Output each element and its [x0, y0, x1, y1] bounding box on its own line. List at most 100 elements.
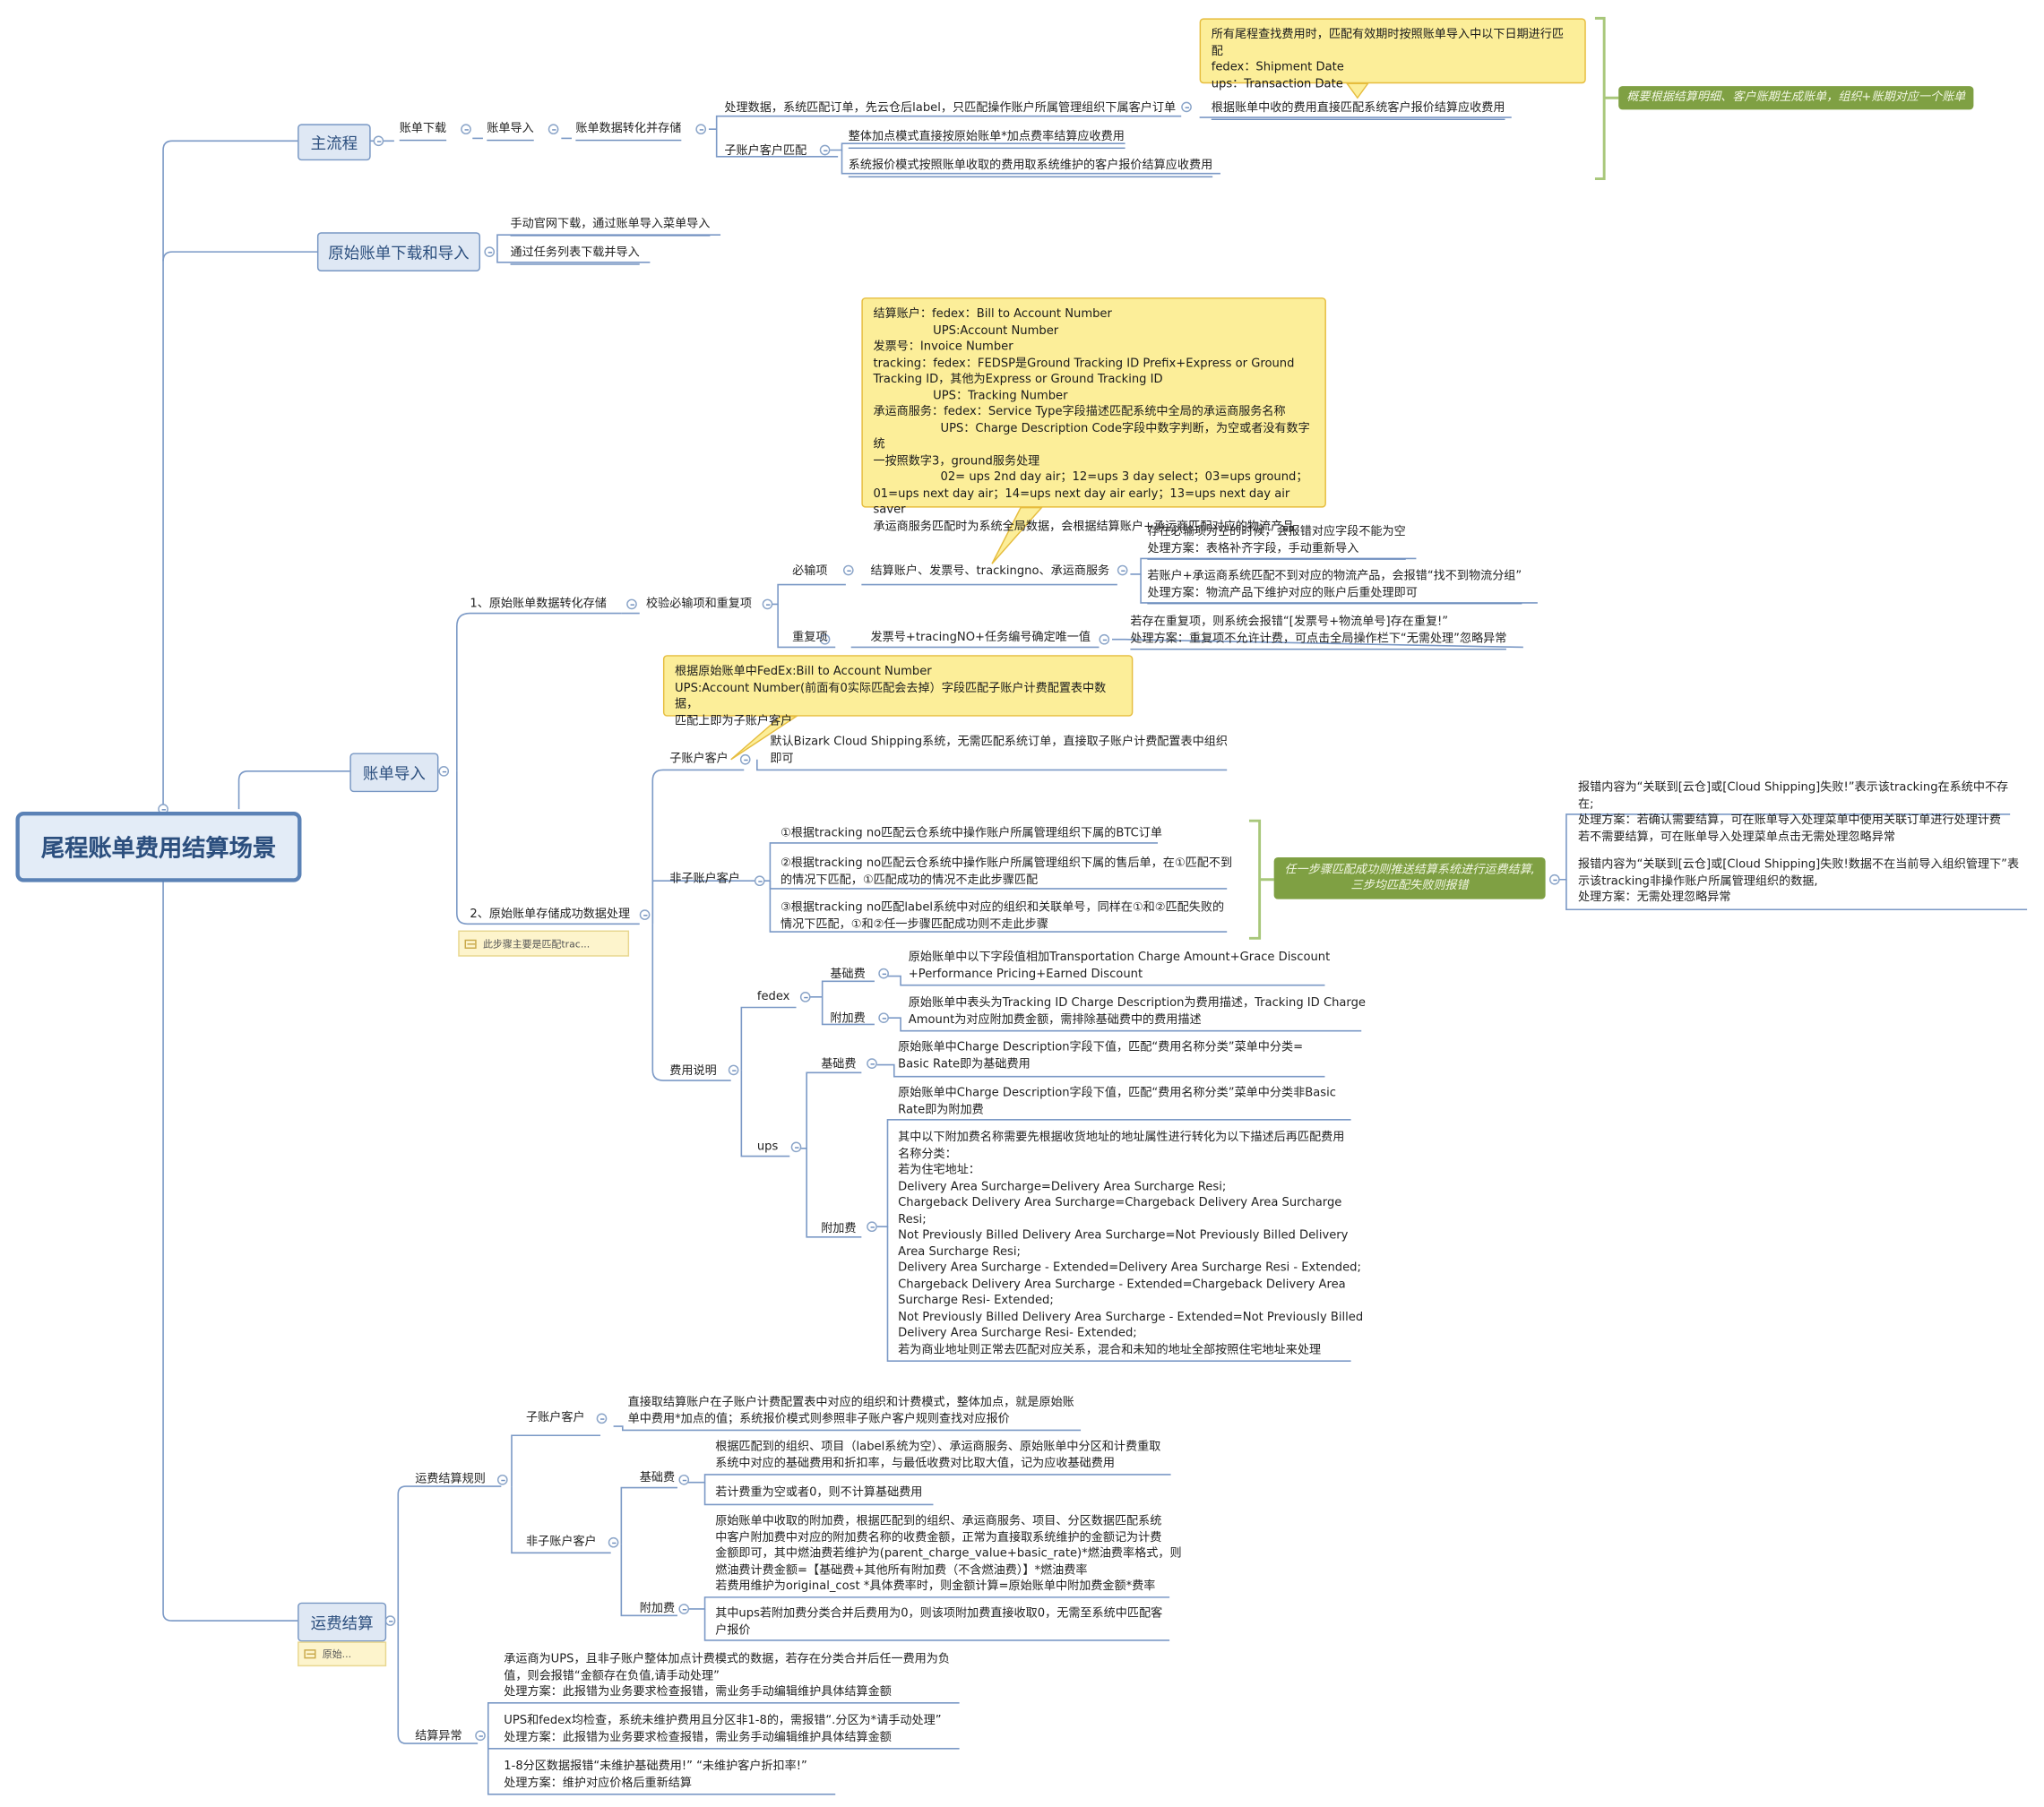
node-sub-account-match[interactable]: 子账户客户匹配 — [724, 144, 807, 159]
node-part1[interactable]: 1、原始账单数据转化存储 — [470, 598, 607, 611]
node-freight-base-desc1[interactable]: 根据匹配到的组织、项目（label系统为空）、承运商服务、原始账单中分区和计费重… — [715, 1441, 1161, 1470]
node-ups-base[interactable]: 基础费 — [821, 1058, 857, 1071]
collapse-toggle[interactable] — [438, 766, 450, 777]
node-ups-extra[interactable]: 附加费 — [821, 1222, 857, 1236]
node-freight-extra-desc2[interactable]: 其中ups若附加费分类合并后费用为0，则该项附加费直接收取0，无需至系统中匹配客… — [715, 1607, 1163, 1638]
node-bill-convert[interactable]: 账单数据转化并存储 — [575, 121, 682, 141]
node-freight-base[interactable]: 基础费 — [639, 1472, 676, 1485]
collapse-toggle[interactable] — [842, 564, 854, 576]
node-freight-sub-customer[interactable]: 子账户客户 — [526, 1412, 585, 1425]
node-fedex[interactable]: fedex — [756, 990, 790, 1004]
root-topic[interactable]: 尾程账单费用结算场景 — [15, 812, 302, 882]
node-rule3[interactable]: ③根据tracking no匹配label系统中对应的组织和关联单号，同样在①和… — [781, 901, 1225, 932]
node-sub-customer-desc[interactable]: 默认Bizark Cloud Shipping系统，无需匹配系统订单，直接取子账… — [770, 736, 1228, 766]
collapse-toggle[interactable] — [461, 124, 471, 135]
node-freight-base-desc2[interactable]: 若计费重为空或者0，则不计算基础费用 — [715, 1486, 923, 1500]
node-rule1[interactable]: ①根据tracking no匹配云仓系统中操作账户所属管理组织下属的BTC订单 — [781, 827, 1162, 841]
node-fedex-extra[interactable]: 附加费 — [830, 1012, 866, 1026]
note-icon — [464, 939, 477, 949]
collapse-toggle[interactable] — [762, 598, 773, 610]
memo-freight[interactable]: 原始... — [298, 1641, 387, 1667]
callout-field-mapping: 结算账户：fedex：Bill to Account Number UPS:Ac… — [861, 297, 1326, 533]
topic-main-flow[interactable]: 主流程 — [298, 124, 371, 161]
collapse-toggle[interactable] — [1181, 101, 1192, 113]
collapse-toggle[interactable] — [384, 1615, 396, 1626]
collapse-toggle[interactable] — [790, 1141, 802, 1153]
node-freight-non-sub[interactable]: 非子账户客户 — [526, 1536, 597, 1549]
node-duplicate-error[interactable]: 若存在重复项，则系统会报错“[发票号+物流单号]存在重复!” 处理方案：重复项不… — [1130, 615, 1507, 650]
node-exception1[interactable]: 承运商为UPS，且非子账户整体加点计费模式的数据，若存在分类合并后任一费用为负 … — [504, 1653, 951, 1699]
node-fee-by-bill[interactable]: 根据账单中收的费用直接匹配系统客户报价结算应收费用 — [1211, 100, 1505, 120]
node-ups[interactable]: ups — [756, 1140, 779, 1154]
topic-freight[interactable]: 运费结算 — [298, 1602, 387, 1642]
collapse-toggle[interactable] — [867, 1058, 877, 1069]
node-freight-rules[interactable]: 运费结算规则 — [415, 1473, 486, 1487]
node-part2[interactable]: 2、原始账单存储成功数据处理 — [470, 908, 631, 922]
node-freight-exceptions[interactable]: 结算异常 — [415, 1730, 462, 1744]
collapse-toggle[interactable] — [475, 1730, 486, 1742]
node-error-not-managed[interactable]: 报错内容为“关联到[云仓]或[Cloud Shipping]失败!数据不在当前导… — [1578, 858, 2020, 905]
collapse-toggle[interactable] — [695, 124, 707, 135]
collapse-toggle[interactable] — [1117, 564, 1128, 576]
node-validate[interactable]: 校验必输项和重复项 — [646, 598, 753, 611]
collapse-toggle[interactable] — [867, 1221, 877, 1233]
node-rule2[interactable]: ②根据tracking no匹配云仓系统中操作账户所属管理组织下属的售后单，在①… — [781, 856, 1233, 887]
node-required-error2[interactable]: 若账户+承运商系统匹配不到对应的物流产品，会报错“找不到物流分组” 处理方案：物… — [1147, 569, 1522, 605]
node-ups-extra-desc2[interactable]: 其中以下附加费名称需要先根据收货地址的地址属性进行转化为以下描述后再匹配费用 名… — [898, 1131, 1364, 1357]
node-fedex-base-desc[interactable]: 原始账单中以下字段值相加Transportation Charge Amount… — [908, 951, 1331, 981]
collapse-toggle[interactable] — [678, 1604, 690, 1614]
node-fedex-extra-desc[interactable]: 原始账单中表头为Tracking ID Charge Description为费… — [908, 996, 1366, 1027]
node-bill-download[interactable]: 账单下载 — [399, 121, 447, 141]
node-task-download[interactable]: 通过任务列表下载并导入 — [510, 245, 640, 264]
node-exception3[interactable]: 1-8分区数据报错“未维护基础费用!” “未维护客户折扣率!” 处理方案：维护对… — [504, 1760, 807, 1790]
node-non-sub-customer[interactable]: 非子账户客户 — [669, 873, 740, 887]
collapse-toggle[interactable] — [373, 135, 384, 147]
collapse-toggle[interactable] — [596, 1413, 608, 1424]
collapse-toggle[interactable] — [496, 1474, 508, 1485]
collapse-toggle[interactable] — [1099, 633, 1110, 645]
node-sub-customer[interactable]: 子账户客户 — [669, 753, 729, 767]
node-required-error1[interactable]: 存在必输项为空的时候，会报错对应字段不能为空 处理方案：表格补齐字段，手动重新导… — [1147, 525, 1406, 560]
collapse-toggle[interactable] — [484, 246, 496, 257]
collapse-toggle[interactable] — [608, 1536, 619, 1548]
collapse-toggle[interactable] — [799, 992, 811, 1002]
node-whole-markup[interactable]: 整体加点模式直接按原始账单*加点费率结算应收费用 — [848, 129, 1125, 149]
collapse-toggle[interactable] — [1548, 873, 1560, 885]
node-fedex-base[interactable]: 基础费 — [830, 968, 866, 982]
collapse-toggle[interactable] — [678, 1474, 690, 1485]
node-freight-extra[interactable]: 附加费 — [639, 1602, 676, 1616]
node-duplicate-key[interactable]: 发票号+tracingNO+任务编号确定唯一值 — [870, 631, 1091, 645]
summary-match-rules[interactable]: 任一步骤匹配成功则推送结算系统进行运费结算, 三步均匹配失败则报错 — [1273, 856, 1546, 899]
node-ups-extra-desc1[interactable]: 原始账单中Charge Description字段下值，匹配“费用名称分类”菜单… — [898, 1087, 1336, 1117]
collapse-toggle[interactable] — [728, 1064, 739, 1076]
collapse-toggle[interactable] — [819, 144, 831, 156]
root-topic-label: 尾程账单费用结算场景 — [40, 835, 277, 863]
node-ups-base-desc[interactable]: 原始账单中Charge Description字段下值，匹配“费用名称分类”菜单… — [898, 1041, 1304, 1071]
collapse-toggle[interactable] — [639, 909, 651, 920]
collapse-toggle[interactable] — [739, 753, 751, 765]
collapse-toggle[interactable] — [878, 968, 889, 979]
node-required-fields[interactable]: 结算账户、发票号、trackingno、承运商服务 — [870, 564, 1110, 579]
collapse-toggle[interactable] — [878, 1012, 889, 1023]
collapse-toggle[interactable] — [626, 598, 637, 610]
collapse-toggle[interactable] — [754, 875, 765, 887]
node-manual-download[interactable]: 手动官网下载，通过账单导入菜单导入 — [510, 217, 711, 236]
topic-raw-bill[interactable]: 原始账单下载和导入 — [316, 232, 481, 271]
node-fee-desc[interactable]: 费用说明 — [669, 1064, 717, 1079]
node-error-not-found[interactable]: 报错内容为“关联到[云仓]或[Cloud Shipping]失败!”表示该tra… — [1578, 781, 2009, 844]
node-required[interactable]: 必输项 — [792, 564, 828, 579]
memo-part2[interactable]: 此步骤主要是匹配trac... — [458, 930, 630, 957]
node-system-quote[interactable]: 系统报价模式按照账单收取的费用取系统维护的客户报价结算应收费用 — [848, 158, 1213, 177]
summary-billing[interactable]: 概要根据结算明细、客户账期生成账单，组织+账期对应一个账单 — [1618, 86, 1974, 110]
collapse-toggle[interactable] — [548, 124, 559, 135]
topic-label: 主流程 — [310, 133, 358, 152]
node-exception2[interactable]: UPS和fedex均检查，系统未维护费用且分区非1-8的，需报错“.分区为*请手… — [504, 1714, 942, 1744]
node-duplicate[interactable]: 重复项 — [792, 631, 828, 645]
node-freight-sub-desc[interactable]: 直接取结算账户在子账户计费配置表中对应的组织和计费模式，整体加点，就是原始账 单… — [627, 1396, 1074, 1426]
collapse-toggle[interactable] — [819, 633, 831, 645]
topic-bill-import[interactable]: 账单导入 — [349, 753, 439, 793]
node-freight-extra-desc1[interactable]: 原始账单中收取的附加费，根据匹配到的组织、承运商服务、项目、分区数据匹配系统 中… — [715, 1515, 1182, 1594]
node-bill-import[interactable]: 账单导入 — [487, 121, 534, 141]
node-process-match[interactable]: 处理数据，系统匹配订单，先云仓后label，只匹配操作账户所属管理组织下属客户订… — [724, 101, 1177, 116]
